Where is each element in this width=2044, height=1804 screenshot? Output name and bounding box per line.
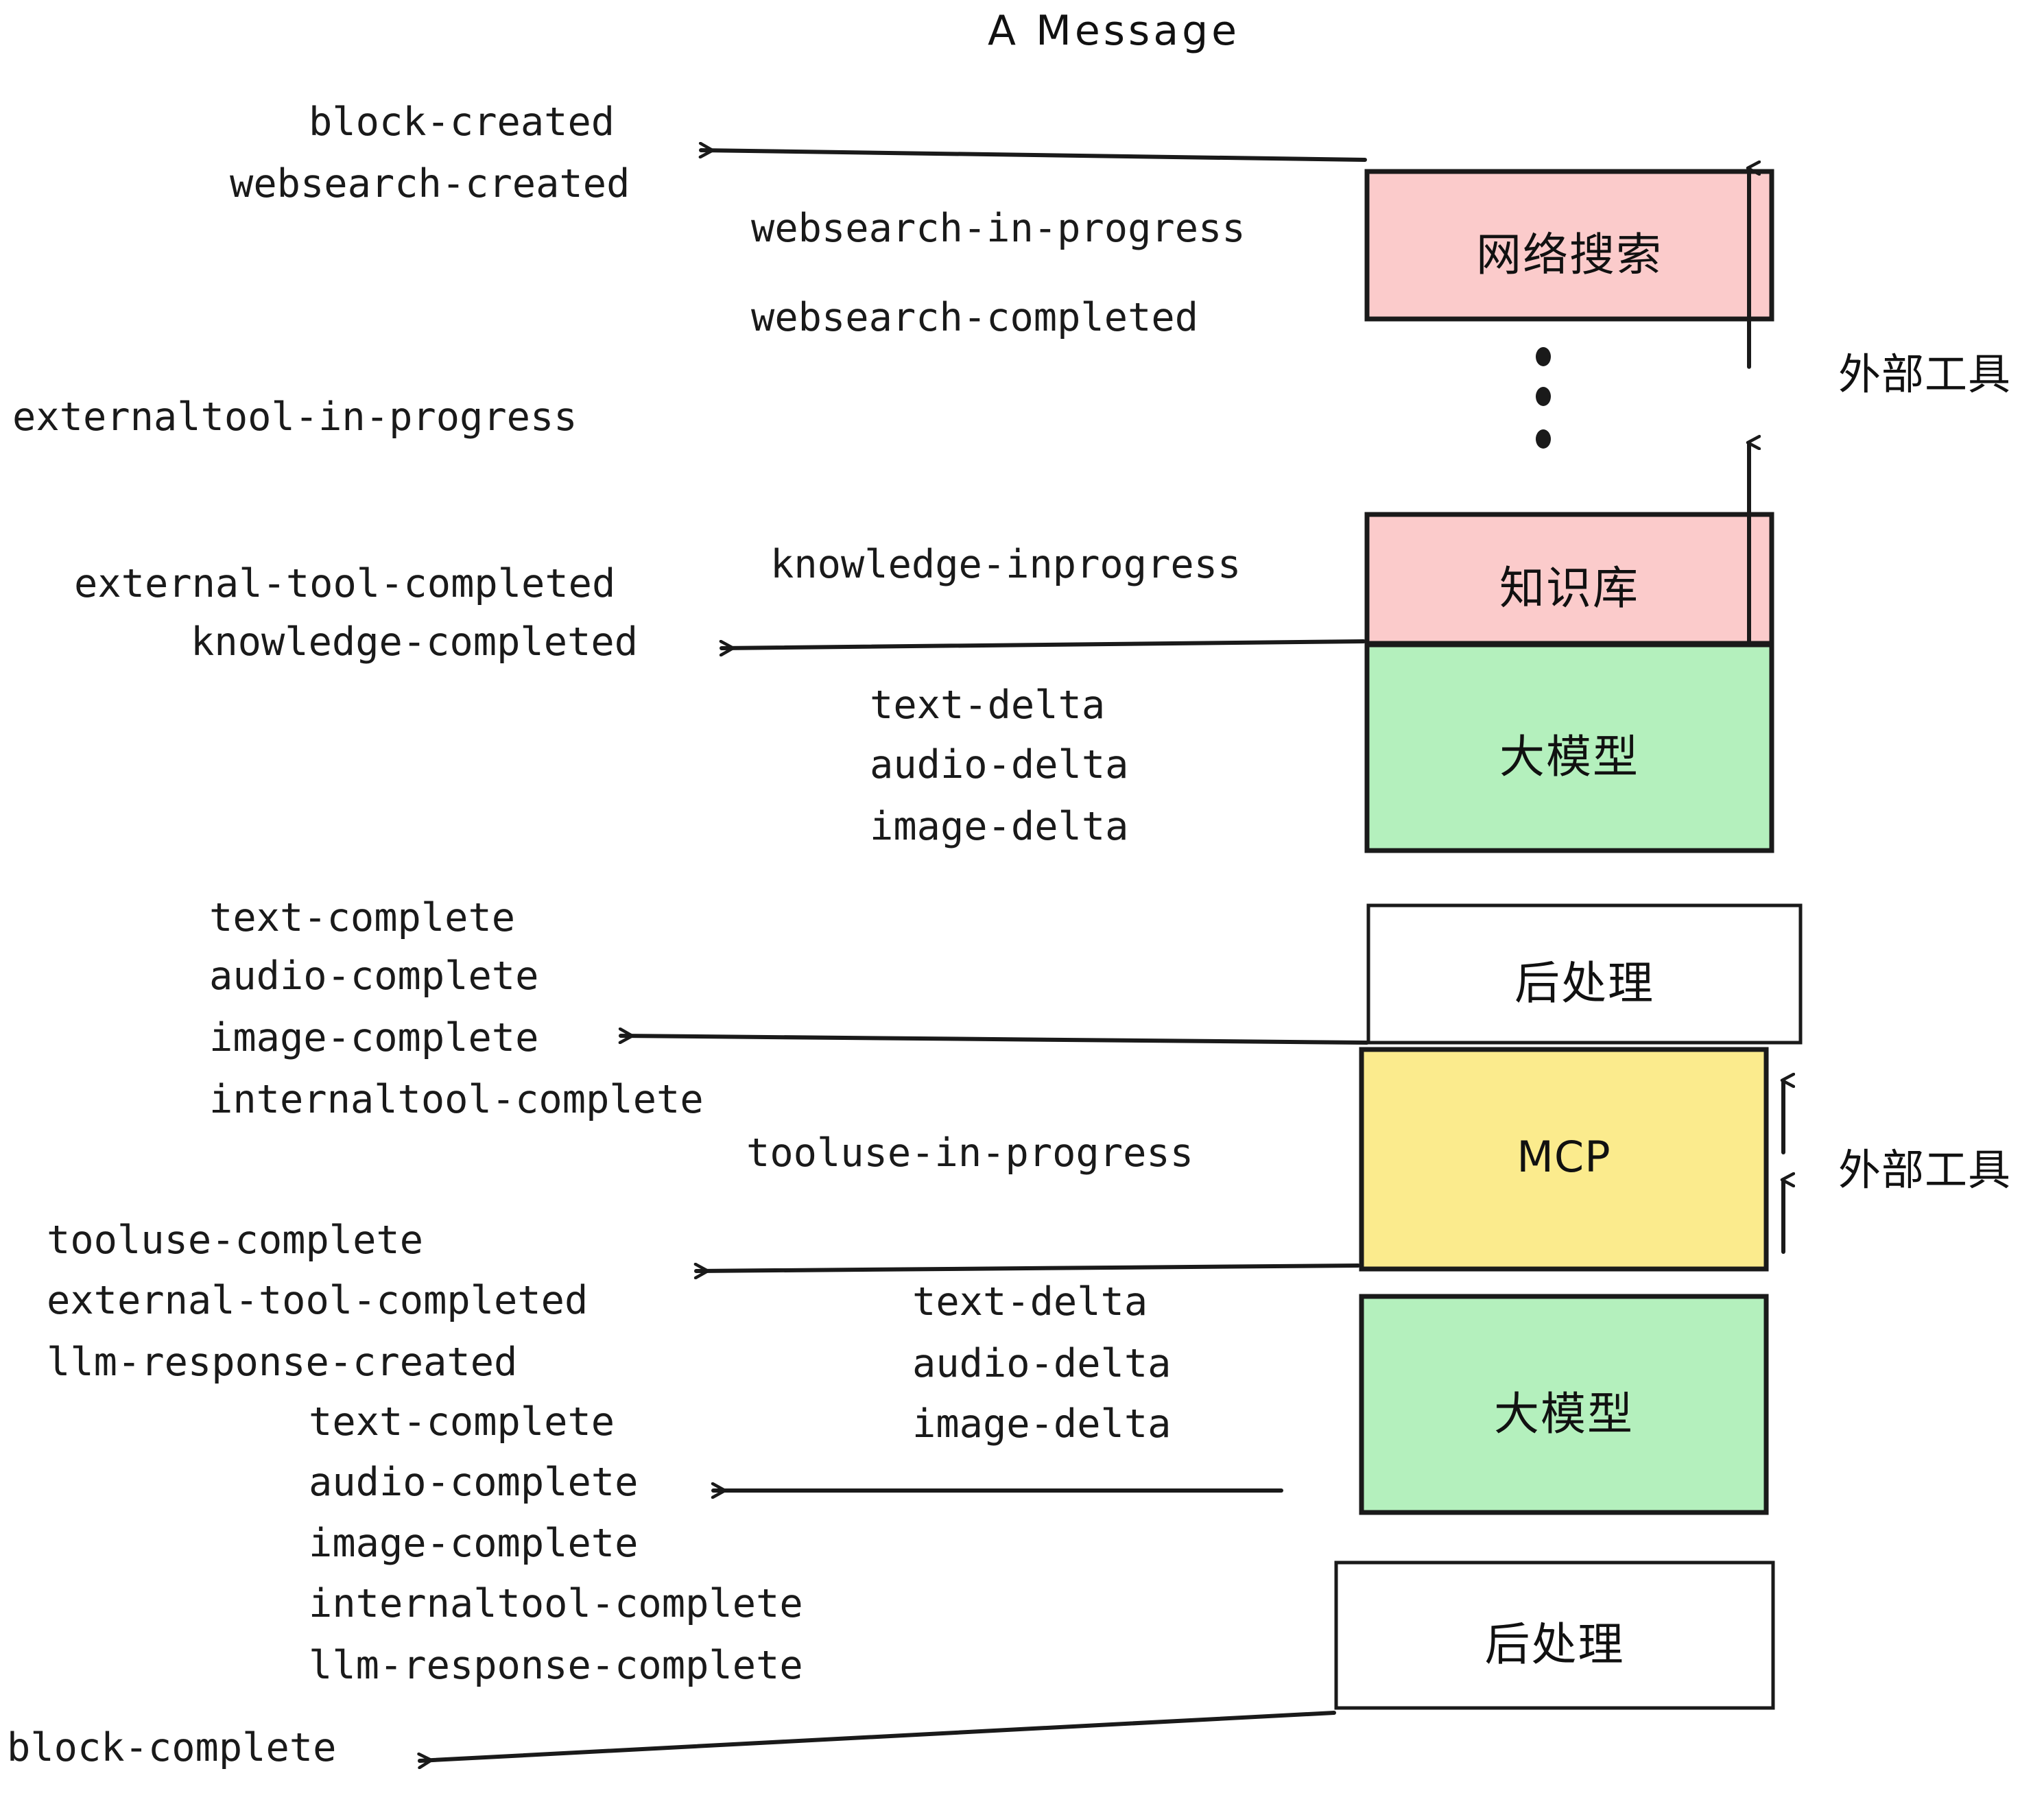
event-label-image-delta-1: image-delta [870,804,1129,849]
event-label-websearch-in-progress: websearch-in-progress [751,206,1246,251]
event-label-internaltool-complete-2: internaltool-complete [309,1581,803,1626]
ellipsis-dot-1 [1536,347,1551,366]
page-title: A Message [988,7,1241,55]
event-label-websearch-created: websearch-created [230,161,630,206]
event-label-internaltool-complete-1: internaltool-complete [209,1077,704,1122]
box-websearch [1364,169,1774,322]
event-label-llm-response-complete: llm-response-complete [309,1643,803,1688]
event-label-audio-delta-2: audio-delta [912,1341,1172,1386]
event-label-image-complete-2: image-complete [309,1521,639,1566]
event-label-llm-response-created: llm-response-created [47,1340,518,1385]
event-label-text-complete-1: text-complete [209,895,516,940]
event-label-block-created: block-created [309,99,615,145]
box-llm-1 [1364,642,1774,853]
event-label-block-complete: block-complete [7,1725,337,1770]
arrow-websearch-to-block [701,150,1367,162]
box-postprocess-2 [1334,1560,1775,1710]
event-label-audio-delta-1: audio-delta [870,742,1129,787]
event-label-audio-complete-2: audio-complete [309,1460,639,1505]
event-label-image-delta-2: image-delta [912,1401,1172,1447]
event-label-knowledge-completed: knowledge-completed [191,619,639,665]
arrow-llm1-to-image [621,1036,1369,1045]
ellipsis-dot-2 [1536,387,1551,406]
event-label-text-delta-2: text-delta [912,1279,1148,1325]
event-label-text-delta-1: text-delta [870,683,1106,728]
arrow-knowledge-to-left [722,639,1366,648]
event-label-websearch-completed: websearch-completed [751,295,1199,340]
box-llm-2 [1359,1294,1769,1515]
side-label-external-tools-bottom: 外部工具 [1838,1145,2012,1195]
event-label-external-tool-completed-2: external-tool-completed [47,1278,589,1323]
box-mcp [1359,1047,1769,1272]
side-label-external-tools-top: 外部工具 [1838,349,2012,399]
event-label-external-tool-completed-1: external-tool-completed [74,561,616,606]
event-label-knowledge-inprogress: knowledge-inprogress [770,542,1241,587]
event-label-externaltool-in-progress: externaltool-in-progress [12,394,578,440]
box-postprocess-1 [1366,903,1803,1045]
event-label-image-complete-1: image-complete [209,1015,539,1060]
ellipsis-dot-3 [1536,429,1551,449]
event-label-audio-complete-1: audio-complete [209,953,539,999]
event-label-tooluse-in-progress: tooluse-in-progress [746,1130,1194,1176]
event-label-tooluse-complete: tooluse-complete [47,1218,424,1263]
arrow-mcp-to-tooluse [696,1266,1360,1271]
event-label-text-complete-2: text-complete [309,1399,615,1445]
box-knowledge [1364,512,1774,646]
arrow-post2-to-blockcomplete [420,1711,1336,1761]
